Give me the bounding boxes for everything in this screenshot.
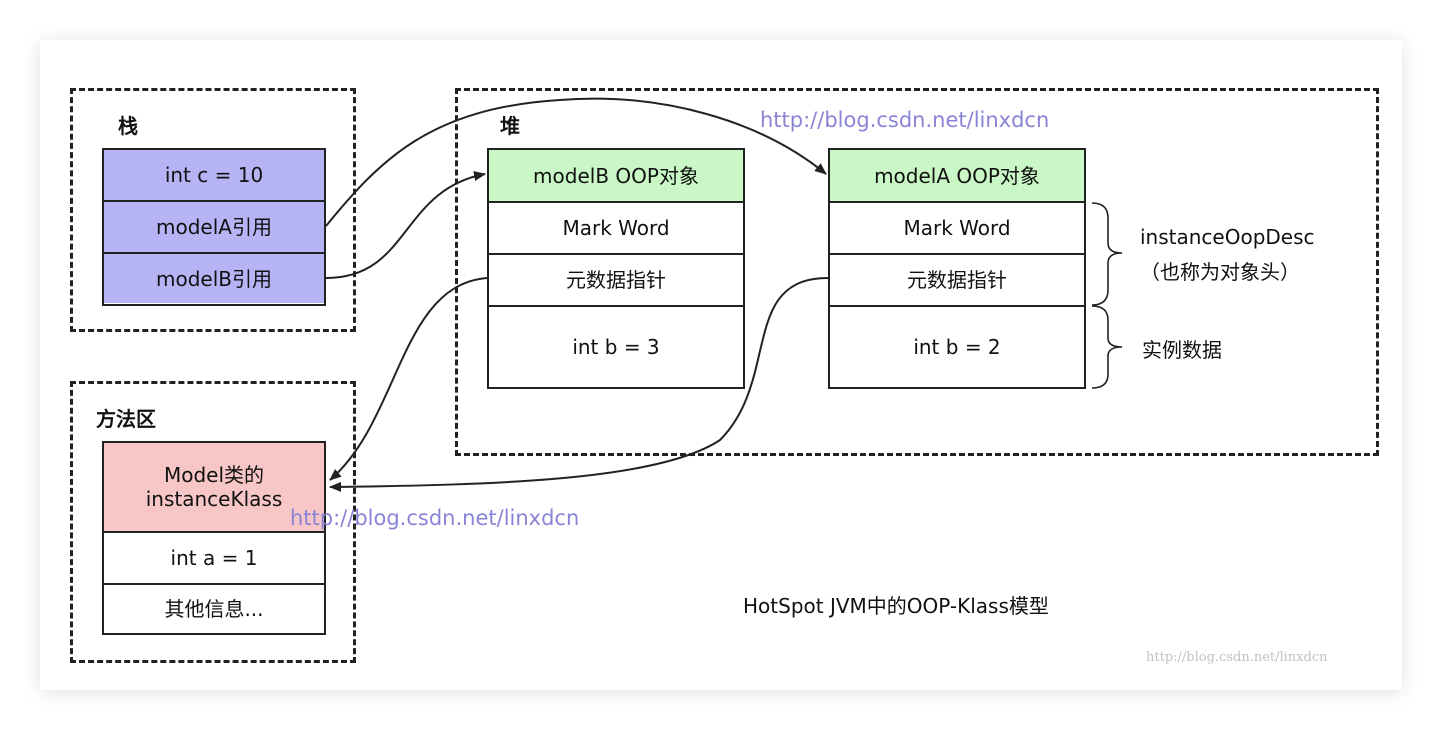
watermark-top: http://blog.csdn.net/linxdcn xyxy=(760,108,1050,132)
diagram-caption: HotSpot JVM中的OOP-Klass模型 xyxy=(743,594,1049,618)
klass-int-a: int a = 1 xyxy=(104,533,324,585)
instance-oop-desc-label: instanceOopDesc xyxy=(1140,225,1315,249)
modelB-oop-box: modelB OOP对象 Mark Word 元数据指针 int b = 3 xyxy=(487,148,745,389)
watermark-middle: http://blog.csdn.net/linxdcn xyxy=(290,506,580,530)
arrow-modelA-metadata-to-klass xyxy=(329,277,829,492)
brace-instance-data xyxy=(1091,305,1123,389)
modelB-metadata-pointer: 元数据指针 xyxy=(489,255,743,307)
instance-klass-box: Model类的 instanceKlass int a = 1 其他信息... xyxy=(102,441,326,635)
modelB-int-b: int b = 3 xyxy=(489,307,743,386)
modelA-oop-box: modelA OOP对象 Mark Word 元数据指针 int b = 2 xyxy=(828,148,1086,389)
modelA-int-b: int b = 2 xyxy=(830,307,1084,386)
method-area-label: 方法区 xyxy=(96,407,156,431)
modelB-mark-word: Mark Word xyxy=(489,203,743,255)
method-area-region xyxy=(70,381,356,663)
stack-cell-int-c: int c = 10 xyxy=(104,150,324,202)
arrow-modelB-ref-to-modelB-oop xyxy=(325,171,486,279)
instance-data-label: 实例数据 xyxy=(1142,338,1222,362)
modelA-oop-header: modelA OOP对象 xyxy=(830,150,1084,203)
heap-region xyxy=(455,88,1379,456)
heap-region-label: 堆 xyxy=(500,114,520,138)
modelA-mark-word: Mark Word xyxy=(830,203,1084,255)
stack-frame-box: int c = 10 modelA引用 modelB引用 xyxy=(102,148,326,306)
instance-klass-header: Model类的 instanceKlass xyxy=(104,443,324,533)
stack-cell-modelA-ref: modelA引用 xyxy=(104,202,324,254)
brace-object-header xyxy=(1091,202,1123,306)
modelB-oop-header: modelB OOP对象 xyxy=(489,150,743,203)
modelA-metadata-pointer: 元数据指针 xyxy=(830,255,1084,307)
stack-region xyxy=(70,88,356,332)
arrow-modelA-ref-to-modelA-oop xyxy=(325,97,827,227)
arrow-modelB-metadata-to-klass xyxy=(329,277,488,481)
watermark-corner: http://blog.csdn.net/linxdcn xyxy=(1146,650,1328,665)
object-header-note: （也称为对象头） xyxy=(1140,260,1300,284)
stack-cell-modelB-ref: modelB引用 xyxy=(104,254,324,303)
stack-region-label: 栈 xyxy=(118,114,138,138)
klass-other-info: 其他信息... xyxy=(104,585,324,633)
